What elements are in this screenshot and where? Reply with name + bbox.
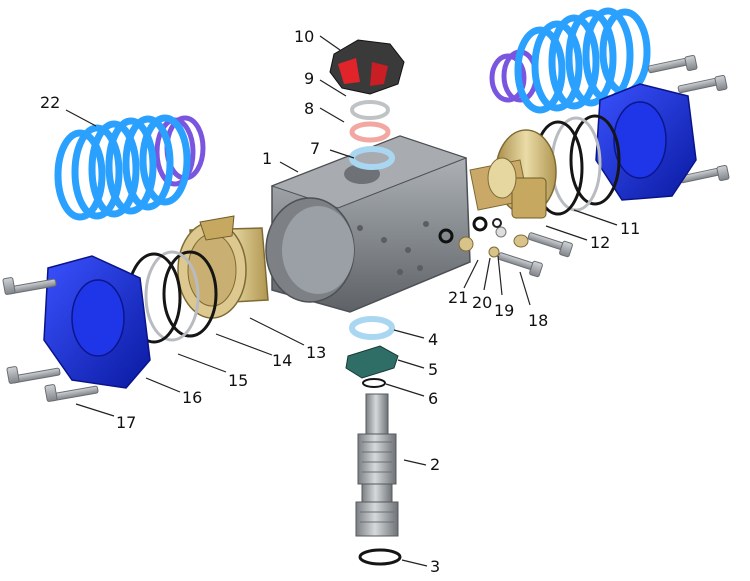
- left-end-cap: [43, 255, 151, 389]
- callout-8: 8: [304, 99, 314, 118]
- callout-18: 18: [528, 311, 548, 330]
- right-end-cap: [595, 83, 697, 201]
- callout-7: 7: [310, 139, 320, 158]
- actuator-body: [265, 135, 488, 313]
- washer-8: [349, 121, 391, 143]
- callout-2: 2: [430, 455, 440, 474]
- callout-17: 17: [116, 413, 136, 432]
- callout-3: 3: [430, 557, 440, 576]
- callout-1: 1: [262, 149, 272, 168]
- pinion-shaft: [355, 393, 399, 537]
- callout-12: 12: [590, 233, 610, 252]
- callout-19: 19: [494, 301, 514, 320]
- o-ring-6: [362, 378, 386, 388]
- callout-22: 22: [40, 93, 60, 112]
- callout-5: 5: [428, 360, 438, 379]
- callout-14: 14: [272, 351, 292, 370]
- o-ring-3: [358, 548, 402, 566]
- callout-13: 13: [306, 343, 326, 362]
- callout-10: 10: [294, 27, 314, 46]
- right-spring: [489, 7, 651, 114]
- washer-4: [349, 316, 395, 340]
- callout-6: 6: [428, 389, 438, 408]
- washer-9: [350, 100, 390, 120]
- top-nut: [329, 39, 405, 95]
- callout-4: 4: [428, 330, 438, 349]
- callout-9: 9: [304, 69, 314, 88]
- left-o-rings: [126, 250, 218, 344]
- leader-lines: [65, 35, 618, 567]
- callout-labels: 1 2 3 4 5 6 7 8 9 10 11 12 13 14 15 16 1…: [40, 27, 640, 576]
- right-cap-bolts: [647, 54, 730, 184]
- left-cap-bolts: [2, 277, 99, 402]
- small-fittings: [488, 218, 529, 258]
- right-piston: [469, 129, 557, 219]
- callout-15: 15: [228, 371, 248, 390]
- callout-11: 11: [620, 219, 640, 238]
- bolts-18: [497, 232, 573, 278]
- left-spring: [54, 114, 206, 221]
- callout-21: 21: [448, 288, 468, 307]
- callout-16: 16: [182, 388, 202, 407]
- callout-20: 20: [472, 293, 492, 312]
- washer-7: [349, 146, 395, 170]
- plate-5: [345, 345, 399, 379]
